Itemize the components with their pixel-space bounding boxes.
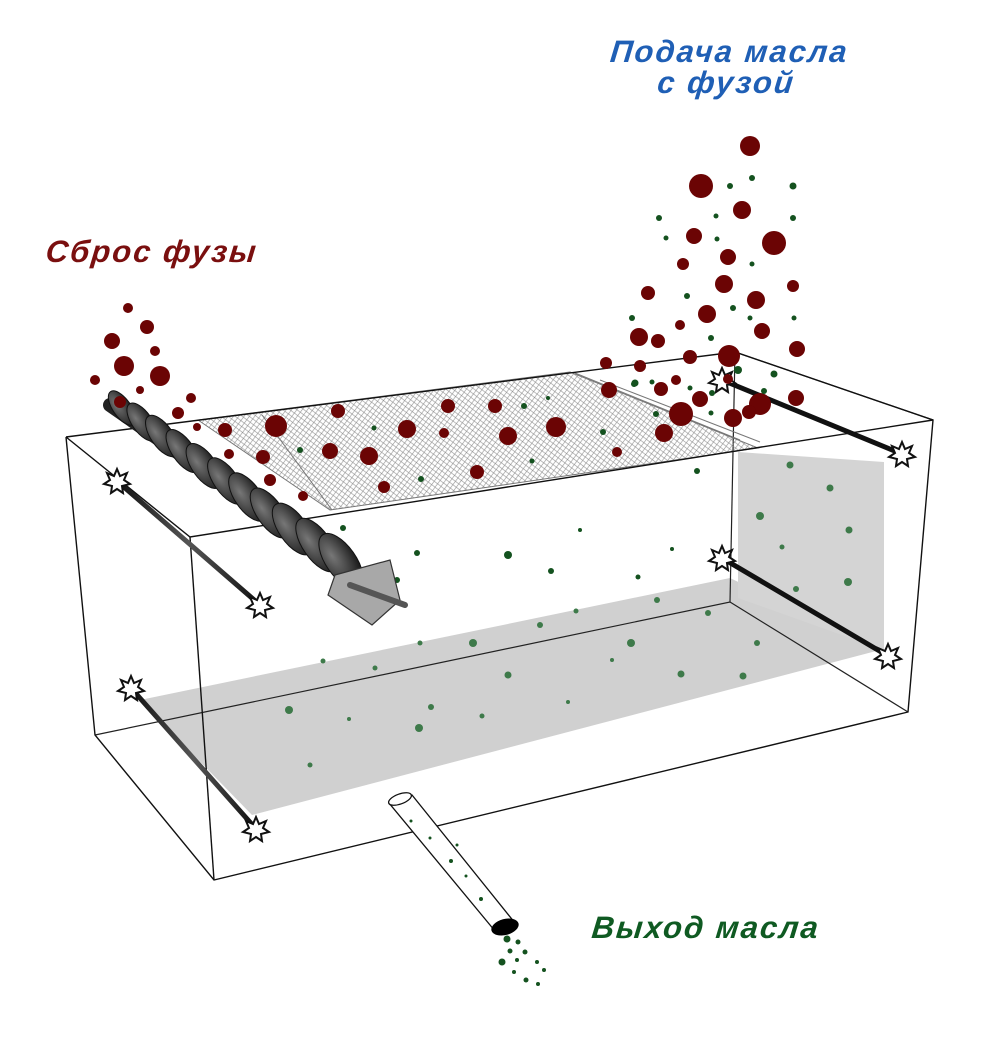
oil-feed-label-line2: с фузой bbox=[655, 65, 797, 100]
oil-feed-label-line1: Подача масла bbox=[608, 34, 851, 69]
support-rod-icon bbox=[114, 377, 905, 832]
mount-star-icon bbox=[101, 365, 918, 844]
oil-feed-label: Подача масла с фузой bbox=[605, 34, 852, 100]
sludge-particles bbox=[90, 136, 805, 501]
settled-oil-particles bbox=[285, 461, 853, 768]
mesh-screen bbox=[196, 371, 761, 511]
settling-planes bbox=[140, 452, 884, 815]
feed-oil-particles bbox=[629, 175, 797, 417]
mesh-screen-icon bbox=[196, 371, 760, 511]
auger-screw-icon bbox=[103, 390, 408, 626]
oil-outlet-label: Выход масла bbox=[590, 910, 822, 945]
outlet-pipe-icon bbox=[387, 792, 519, 936]
support-rods bbox=[101, 365, 918, 844]
side-plane bbox=[738, 452, 884, 650]
sludge-drop-label: Сброс фузы bbox=[44, 234, 260, 269]
bottom-plane bbox=[140, 578, 880, 815]
outlet-oil-drops bbox=[498, 935, 546, 986]
